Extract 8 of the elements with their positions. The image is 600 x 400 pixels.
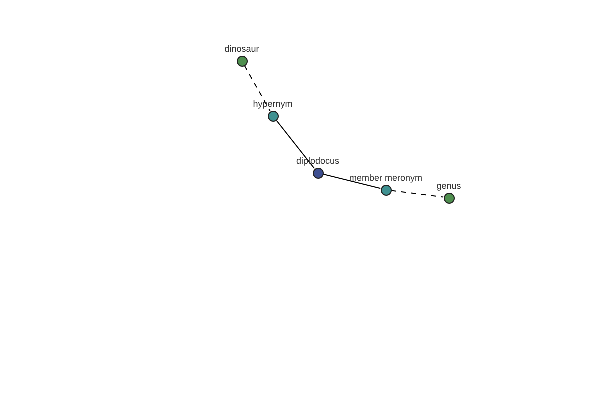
dashed-line <box>244 65 271 112</box>
dashed-line <box>390 190 444 198</box>
node-label: member meronym <box>349 172 422 184</box>
line <box>322 174 382 190</box>
node-label: hypernym <box>253 98 293 110</box>
line <box>276 120 316 170</box>
node-label: genus <box>436 180 462 192</box>
node-label: dinosaur <box>224 44 260 54</box>
